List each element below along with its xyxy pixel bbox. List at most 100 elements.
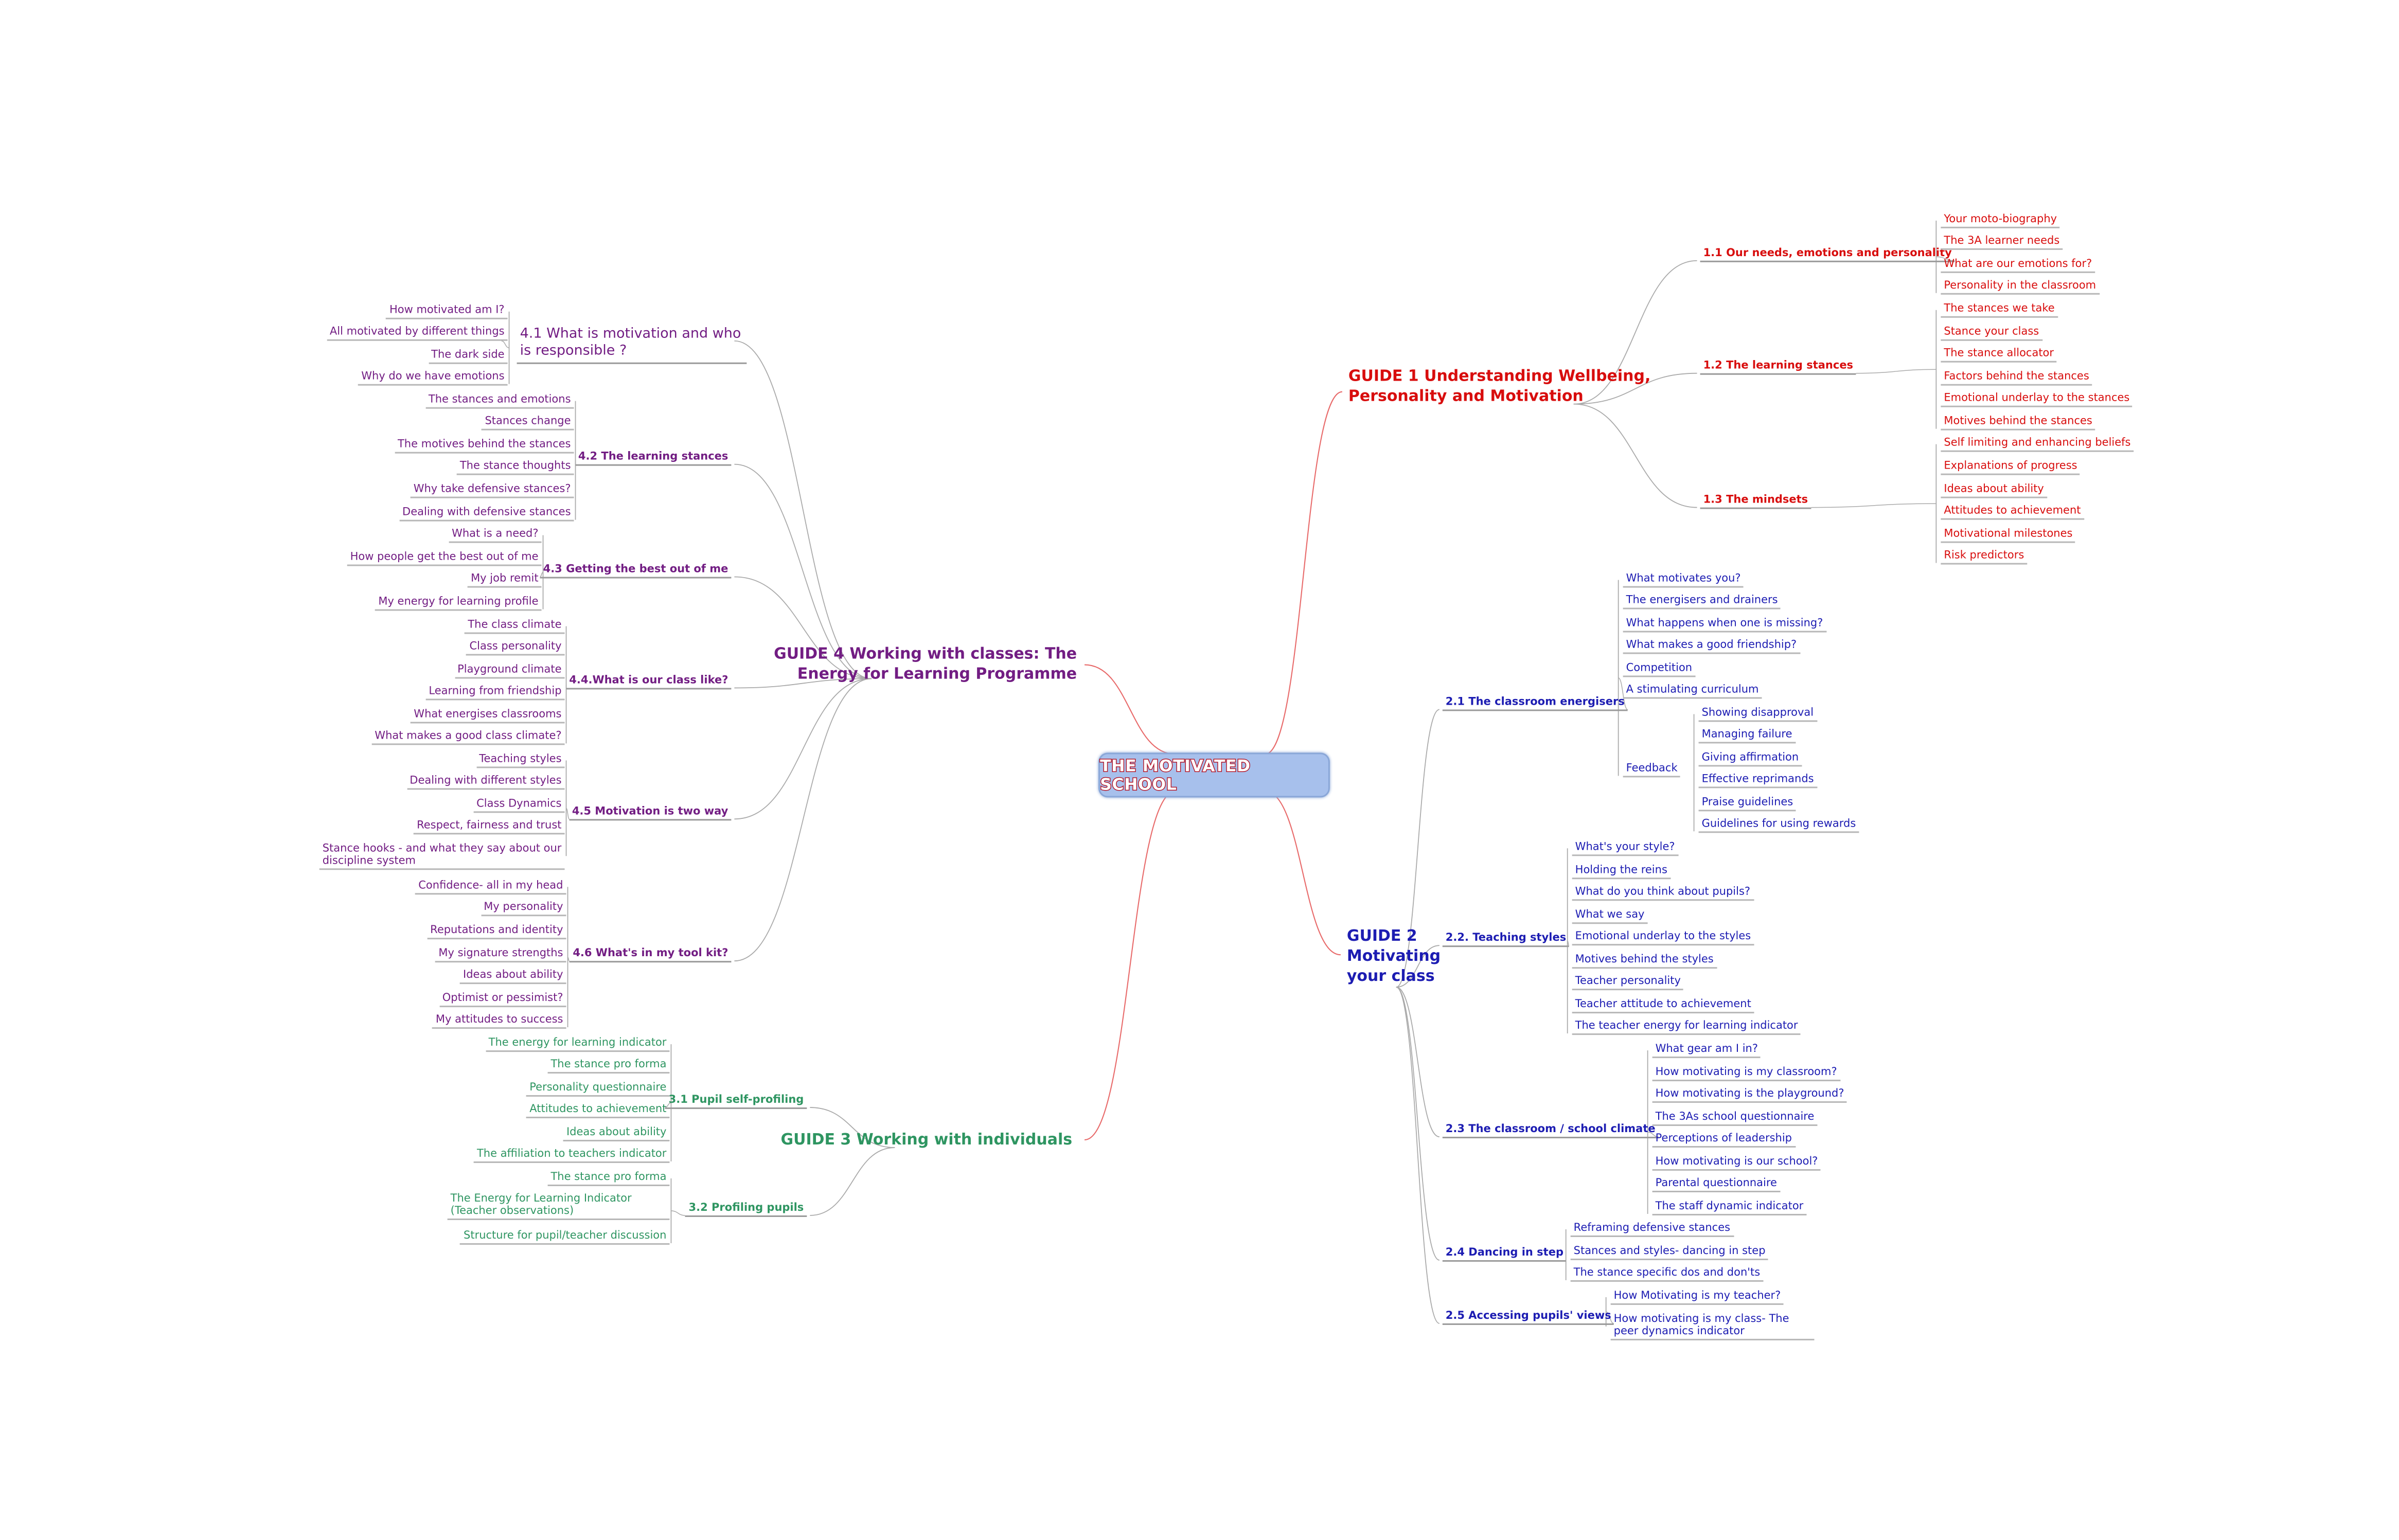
feedback-item[interactable]: Praise guidelines	[1698, 796, 1797, 812]
feedback-topic[interactable]: Feedback	[1623, 762, 1681, 778]
branch-item[interactable]: The teacher energy for learning indicato…	[1572, 1019, 1801, 1035]
branch-item[interactable]: Stance your class	[1941, 326, 2042, 341]
branch-item[interactable]: Factors behind the stances	[1941, 370, 2092, 386]
branch-item[interactable]: The stance pro forma	[547, 1058, 670, 1074]
subtopic-4-6[interactable]: 4.6 What's in my tool kit?	[570, 947, 732, 963]
branch-item[interactable]: The stance specific dos and don'ts	[1570, 1266, 1764, 1282]
subtopic-3-2[interactable]: 3.2 Profiling pupils	[685, 1202, 807, 1217]
branch-item[interactable]: Stance hooks - and what they say about o…	[319, 842, 565, 870]
branch-item[interactable]: How people get the best out of me	[347, 551, 542, 566]
feedback-item[interactable]: Showing disapproval	[1698, 706, 1817, 722]
branch-item[interactable]: Motives behind the styles	[1572, 953, 1717, 969]
branch-item[interactable]: What motivates you?	[1623, 572, 1744, 588]
branch-item[interactable]: The stance pro forma	[547, 1171, 670, 1187]
branch-item[interactable]: Your moto-biography	[1941, 213, 2060, 228]
branch-item[interactable]: How Motivating is my teacher?	[1610, 1290, 1784, 1305]
branch-item[interactable]: Learning from friendship	[425, 685, 565, 701]
branch-item[interactable]: The energy for learning indicator	[485, 1036, 670, 1052]
branch-item[interactable]: Competition	[1623, 661, 1696, 677]
branch-item[interactable]: The stance allocator	[1941, 347, 2057, 363]
guide-2-title[interactable]: GUIDE 2 Motivating your class	[1346, 928, 1441, 986]
branch-item[interactable]: Why take defensive stances?	[410, 483, 574, 498]
branch-item[interactable]: The dark side	[428, 349, 508, 364]
branch-item[interactable]: What makes a good friendship?	[1623, 638, 1800, 654]
branch-item[interactable]: Stances and styles- dancing in step	[1570, 1245, 1769, 1260]
subtopic-4-5[interactable]: 4.5 Motivation is two way	[568, 805, 732, 821]
subtopic-4-3[interactable]: 4.3 Getting the best out of me	[540, 563, 732, 579]
guide-3-title[interactable]: GUIDE 3 Working with individuals	[780, 1132, 1073, 1150]
branch-item[interactable]: Personality questionnaire	[526, 1081, 670, 1097]
branch-item[interactable]: Risk predictors	[1941, 549, 2028, 565]
branch-item[interactable]: How motivated am I?	[386, 304, 508, 319]
feedback-item[interactable]: Guidelines for using rewards	[1698, 817, 1859, 833]
branch-item[interactable]: Class Dynamics	[473, 797, 565, 813]
branch-item[interactable]: My personality	[481, 901, 566, 917]
branch-item[interactable]: Ideas about ability	[460, 969, 566, 984]
branch-item[interactable]: Emotional underlay to the styles	[1572, 930, 1754, 946]
branch-item[interactable]: Ideas about ability	[563, 1126, 670, 1142]
branch-item[interactable]: Respect, fairness and trust	[414, 819, 565, 835]
central-topic[interactable]: THE MOTIVATED SCHOOL	[1098, 753, 1330, 798]
branch-item[interactable]: Optimist or pessimist?	[439, 992, 566, 1008]
branch-item[interactable]: Reframing defensive stances	[1570, 1222, 1734, 1237]
branch-item[interactable]: Stances change	[482, 415, 574, 431]
branch-item[interactable]: Attitudes to achievement	[526, 1103, 670, 1119]
branch-item[interactable]: Emotional underlay to the stances	[1941, 392, 2133, 407]
branch-item[interactable]: The motives behind the stances	[394, 438, 574, 454]
branch-item[interactable]: Personality in the classroom	[1941, 279, 2100, 295]
subtopic-2-3[interactable]: 2.3 The classroom / school climate	[1442, 1123, 1659, 1139]
subtopic-2-1[interactable]: 2.1 The classroom energisers	[1442, 695, 1628, 711]
subtopic-1-2[interactable]: 1.2 The learning stances	[1700, 360, 1857, 375]
branch-item[interactable]: Reputations and identity	[427, 924, 566, 940]
branch-item[interactable]: All motivated by different things	[326, 326, 508, 341]
branch-item[interactable]: How motivating is my classroom?	[1652, 1066, 1840, 1082]
branch-item[interactable]: My attitudes to success	[432, 1013, 566, 1029]
branch-item[interactable]: Motivational milestones	[1941, 528, 2076, 543]
branch-item[interactable]: How motivating is our school?	[1652, 1155, 1821, 1171]
guide-4-title[interactable]: GUIDE 4 Working with classes: The Energy…	[774, 646, 1077, 684]
branch-item[interactable]: Why do we have emotions	[358, 370, 508, 386]
branch-item[interactable]: What is a need?	[449, 528, 542, 543]
subtopic-2-5[interactable]: 2.5 Accessing pupils' views	[1442, 1310, 1614, 1325]
feedback-item[interactable]: Effective reprimands	[1698, 773, 1817, 789]
subtopic-3-1[interactable]: 3.1 Pupil self-profiling	[665, 1094, 807, 1109]
branch-item[interactable]: The affiliation to teachers indicator	[473, 1148, 670, 1163]
branch-item[interactable]: The 3As school questionnaire	[1652, 1111, 1818, 1126]
branch-item[interactable]: What makes a good class climate?	[371, 729, 565, 745]
branch-item[interactable]: The energisers and drainers	[1623, 594, 1781, 610]
branch-item[interactable]: The 3A learner needs	[1941, 235, 2063, 250]
branch-item[interactable]: Self limiting and enhancing beliefs	[1941, 437, 2134, 452]
branch-item[interactable]: Confidence- all in my head	[415, 879, 566, 895]
branch-item[interactable]: The class climate	[465, 618, 565, 634]
branch-item[interactable]: Teacher attitude to achievement	[1572, 998, 1754, 1014]
branch-item[interactable]: My job remit	[468, 572, 542, 588]
feedback-item[interactable]: Giving affirmation	[1698, 751, 1802, 767]
branch-item[interactable]: Parental questionnaire	[1652, 1177, 1780, 1193]
branch-item[interactable]: Explanations of progress	[1941, 460, 2081, 475]
branch-item[interactable]: How motivating is my class- The peer dyn…	[1610, 1313, 1815, 1340]
branch-item[interactable]: Dealing with different styles	[406, 774, 565, 790]
branch-item[interactable]: The Energy for Learning Indicator (Teach…	[447, 1192, 670, 1220]
branch-item[interactable]: Attitudes to achievement	[1941, 505, 2084, 520]
branch-item[interactable]: The stances we take	[1941, 302, 2058, 318]
branch-item[interactable]: Class personality	[466, 640, 565, 656]
branch-item[interactable]: What do you think about pupils?	[1572, 885, 1754, 901]
branch-item[interactable]: What energises classrooms	[411, 708, 565, 724]
subtopic-1-1[interactable]: 1.1 Our needs, emotions and personality	[1700, 247, 1955, 262]
branch-item[interactable]: The staff dynamic indicator	[1652, 1200, 1807, 1215]
subtopic-4-1[interactable]: 4.1 What is motivation and who is respon…	[517, 327, 747, 364]
subtopic-1-3[interactable]: 1.3 The mindsets	[1700, 494, 1811, 509]
branch-item[interactable]: What happens when one is missing?	[1623, 617, 1826, 633]
branch-item[interactable]: Ideas about ability	[1941, 483, 2047, 498]
subtopic-4-2[interactable]: 4.2 The learning stances	[575, 451, 732, 466]
branch-item[interactable]: My energy for learning profile	[375, 596, 542, 611]
subtopic-4-4[interactable]: 4.4.What is our class like?	[566, 674, 732, 690]
branch-item[interactable]: The stances and emotions	[425, 393, 574, 409]
branch-item[interactable]: What we say	[1572, 908, 1648, 924]
branch-item[interactable]: What gear am I in?	[1652, 1043, 1761, 1059]
guide-1-title[interactable]: GUIDE 1 Understanding Wellbeing, Persona…	[1348, 368, 1651, 406]
branch-item[interactable]: A stimulating curriculum	[1623, 683, 1762, 699]
feedback-item[interactable]: Managing failure	[1698, 728, 1796, 744]
branch-item[interactable]: What's your style?	[1572, 840, 1678, 856]
branch-item[interactable]: The stance thoughts	[456, 460, 574, 475]
